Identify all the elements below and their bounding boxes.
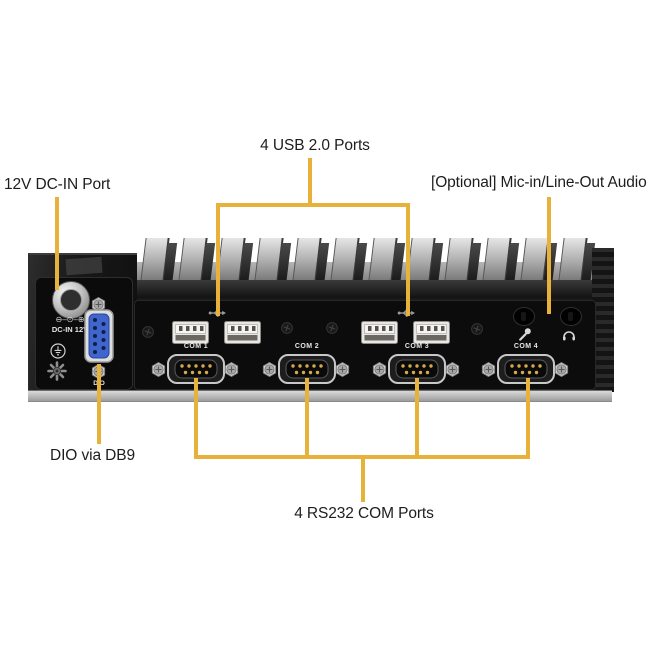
chassis-bottom-rail	[28, 390, 612, 402]
hex-standoff	[262, 362, 277, 377]
heatsink-base-front	[130, 280, 594, 298]
callout-line-com4	[526, 378, 530, 458]
label-dc-in-port: 12V DC-IN Port	[4, 176, 111, 193]
dc-in-print: DC-IN 12V	[51, 325, 89, 334]
chassis-right-edge	[592, 248, 614, 392]
hex-standoff	[224, 362, 239, 377]
dc-in-jack	[52, 281, 90, 319]
hex-standoff	[151, 362, 166, 377]
mic-icon	[519, 328, 531, 341]
label-usb-ports: 4 USB 2.0 Ports	[260, 137, 370, 154]
callout-line-usb-right	[406, 203, 410, 316]
panel-screw	[471, 323, 483, 335]
callout-line-com-stem	[361, 455, 365, 502]
callout-line-com1	[194, 378, 198, 458]
com-port-label: COM 4	[513, 343, 539, 350]
usb-port-4	[413, 321, 450, 344]
callout-line-dc	[55, 197, 59, 290]
callout-line-dio	[97, 364, 101, 444]
com-port-label: COM 1	[183, 343, 209, 350]
dc-polarity-icon: ⊖–⊙–⊕	[55, 315, 85, 324]
label-dio: DIO via DB9	[50, 447, 136, 464]
chassis-sticker	[65, 256, 103, 276]
hex-standoff	[554, 362, 569, 377]
mic-in-jack	[513, 307, 535, 326]
line-out-jack	[560, 307, 582, 326]
hex-standoff	[481, 362, 496, 377]
com-port-1: COM 1	[167, 343, 225, 385]
com-port-label: COM 3	[404, 343, 430, 350]
usb-port-2	[224, 321, 261, 344]
usb-port-3	[361, 321, 398, 344]
hex-standoff	[372, 362, 387, 377]
com-port-label: COM 2	[294, 343, 320, 350]
com-port-4: COM 4	[497, 343, 555, 385]
dio-db9-connector	[84, 309, 114, 363]
callout-line-usb-stem	[308, 158, 312, 205]
thumbscrew-icon	[47, 361, 67, 381]
hex-standoff	[335, 362, 350, 377]
ground-icon	[50, 343, 66, 359]
panel-screw	[326, 322, 338, 334]
panel-screw	[142, 326, 154, 338]
headphone-icon	[563, 331, 575, 341]
heatsink-fins	[130, 238, 596, 298]
usb-port-1	[172, 321, 209, 344]
panel-screw	[281, 322, 293, 334]
callout-line-audio	[547, 197, 551, 314]
hex-standoff	[445, 362, 460, 377]
label-audio: [Optional] Mic-in/Line-Out Audio	[431, 174, 647, 191]
callout-line-usb-left	[216, 203, 220, 316]
callout-line-com3	[415, 378, 419, 458]
callout-line-usb-bracket	[216, 203, 410, 207]
label-rs232: 4 RS232 COM Ports	[294, 505, 434, 522]
callout-line-com2	[305, 378, 309, 458]
db9-male-connector	[497, 354, 555, 384]
